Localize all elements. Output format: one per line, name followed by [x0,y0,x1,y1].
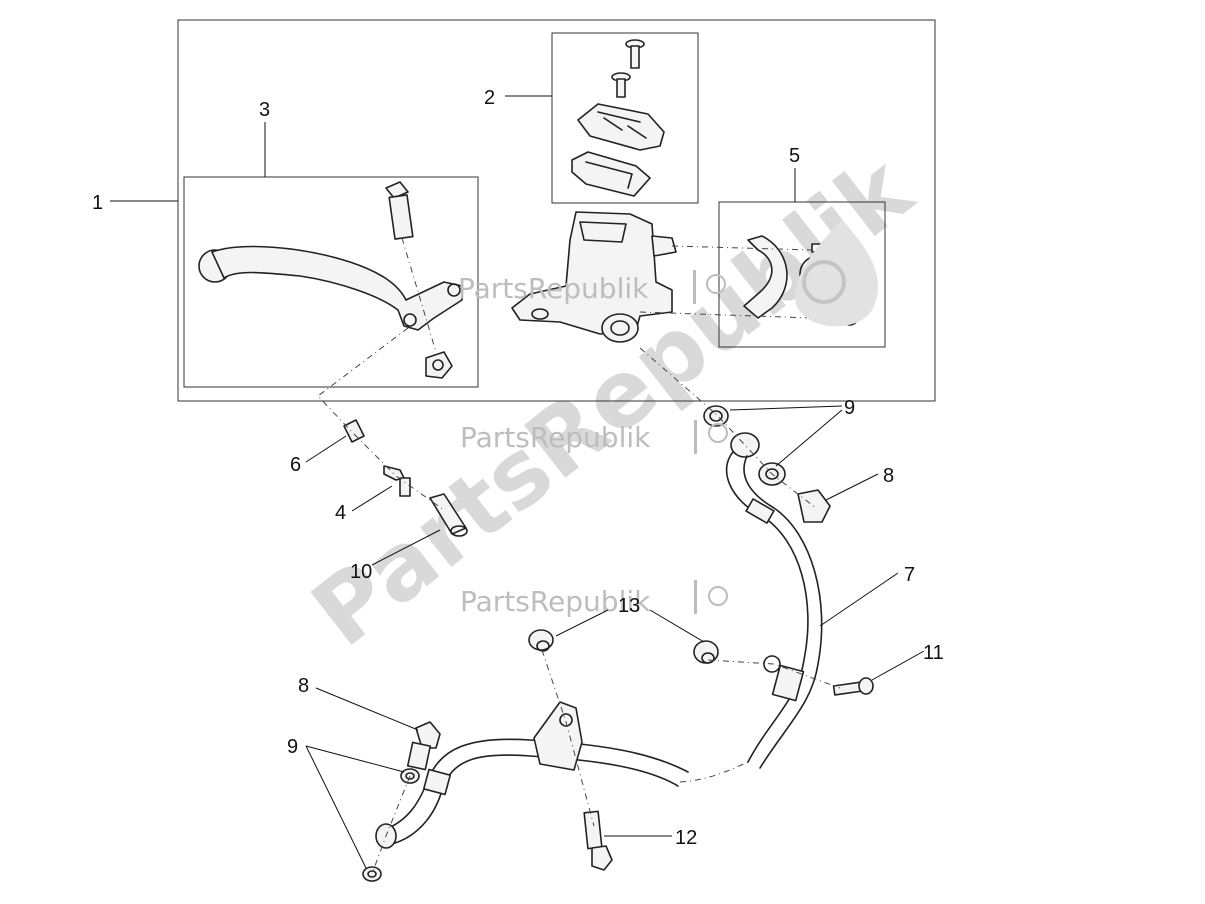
callout-8-upper: 8 [883,465,894,487]
brake-pipe-lower [375,701,689,849]
assembly-lines [317,237,841,875]
callout-5: 5 [789,145,800,167]
callout-3: 3 [259,99,270,121]
lever-box-3 [183,176,479,388]
callout-13: 13 [618,595,640,617]
part-13-grommet-right [693,640,719,664]
watermark-row-2: PartsRepublik [460,420,728,454]
master-cylinder [511,211,677,343]
callout-9-upper: 9 [844,397,855,419]
brake-lever [198,245,463,331]
watermark-row-3: PartsRepublik [460,580,728,618]
callout-11: 11 [923,642,944,664]
gear-icon [802,260,846,304]
callout-9-lower: 9 [287,736,298,758]
banjo-bolt-lower [406,721,441,771]
part-10-sleeve [429,493,468,537]
gear-icon [708,586,728,606]
callout-7: 7 [904,564,915,586]
part-4-push-rod [383,465,411,497]
callout-8-lower: 8 [298,675,309,697]
part-13-grommet-left [528,629,554,652]
callout-6: 6 [290,454,301,476]
callout-labels: 1 2 3 4 5 6 7 8 8 9 9 10 11 12 13 [92,87,944,849]
callout-2: 2 [484,87,495,109]
cover-box-2 [551,32,699,204]
watermark-text-3: PartsRepublik [460,585,651,618]
lever-pivot-nut [425,351,453,379]
part-12-bolt [583,810,613,871]
reservoir-cover [577,103,665,151]
watermark-text-2: PartsRepublik [460,421,651,454]
leader-lines [110,95,925,869]
callout-4: 4 [335,502,346,524]
watermark-row-1: PartsRepublik [458,270,726,305]
callout-1: 1 [92,192,103,214]
watermark-text-1: PartsRepublik [458,272,649,305]
lever-pivot-bolt [385,181,414,240]
reservoir-cap-screws [611,39,645,98]
sealing-washer-upper-1 [703,405,729,427]
gear-icon [708,423,728,443]
watermark-logo-large [795,220,879,327]
callout-12: 12 [675,827,697,849]
gear-icon [706,274,726,294]
part-11-screw [832,677,874,696]
part-6-bushing [343,419,365,443]
brake-hose [725,432,823,769]
callout-10: 10 [350,561,372,583]
reservoir-diaphragm [571,151,651,197]
assembly-box-1 [177,19,936,402]
